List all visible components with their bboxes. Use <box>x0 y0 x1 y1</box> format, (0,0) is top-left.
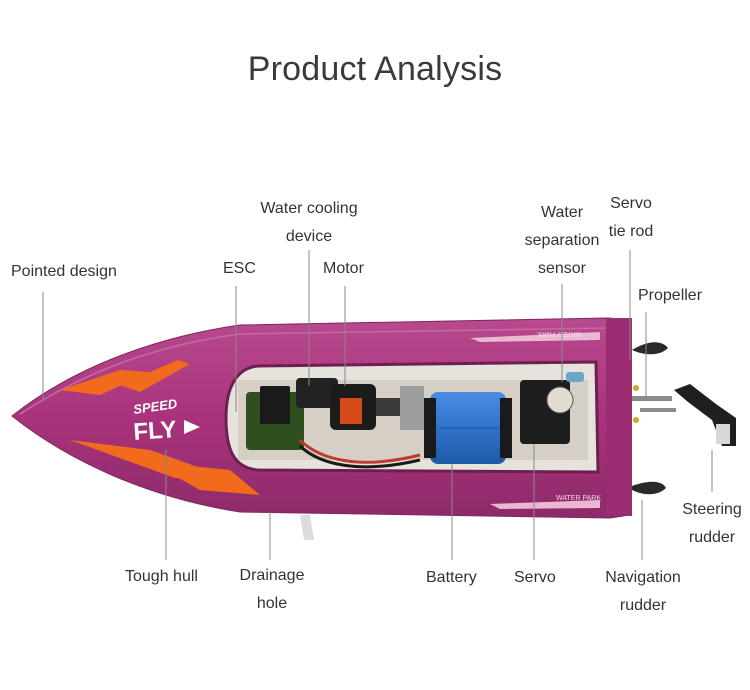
deck-mark-1: WATER PARK <box>537 330 582 337</box>
hull-stripe-top <box>470 332 600 342</box>
rudder-tab <box>716 424 730 444</box>
brand-triangle <box>184 420 200 434</box>
stern-fitting-2 <box>633 417 639 423</box>
label-pointed-design: Pointed design <box>11 263 117 280</box>
cooling-device <box>296 378 338 408</box>
brand-top: SPEED <box>132 396 178 417</box>
propeller-blade-top <box>632 342 668 355</box>
hull-highlight <box>19 327 609 415</box>
stern-plate <box>606 318 632 516</box>
propeller-shaft <box>632 396 672 401</box>
label-esc: ESC <box>223 260 256 277</box>
hull-stripe-bottom <box>490 500 600 509</box>
label-servo: Servo <box>514 569 556 586</box>
stern-fitting-1 <box>633 385 639 391</box>
sensor-tube <box>566 372 584 382</box>
esc-cover <box>260 386 290 424</box>
label-battery: Battery <box>426 569 477 586</box>
sensor-disc <box>546 386 574 414</box>
page-title: Product Analysis <box>247 50 503 88</box>
brand-main: FLY <box>133 416 178 446</box>
label-motor: Motor <box>323 260 364 277</box>
shaft-mount <box>400 386 424 430</box>
hull-graphic-top2 <box>120 360 190 392</box>
leader-lines <box>42 250 713 560</box>
wire-red <box>298 438 421 464</box>
motor-label <box>340 398 362 424</box>
battery-strap-right <box>500 398 512 458</box>
wire-black <box>298 444 421 469</box>
propeller-blade-bottom <box>632 481 666 495</box>
hull-graphic-top <box>60 370 150 395</box>
deck-mark-2: WATER PARK <box>556 495 601 502</box>
battery-strap-left <box>424 398 436 458</box>
hull-graphic-bottom2 <box>150 462 260 495</box>
label-propeller: Propeller <box>638 287 703 304</box>
hull-fin <box>300 515 314 540</box>
strut <box>640 408 676 412</box>
label-tough-hull: Tough hull <box>125 568 198 585</box>
